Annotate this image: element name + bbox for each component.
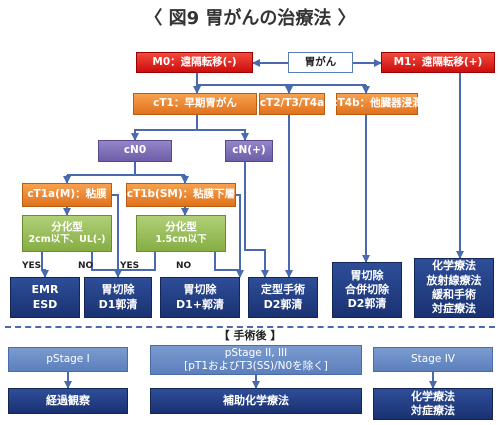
edge-cnplus-teikei — [244, 162, 269, 278]
node-cnplus: cN(+) — [225, 140, 273, 162]
label-yes-1: YES — [22, 261, 42, 271]
d1-line2: D1郭清 — [98, 297, 138, 311]
edge-bunka1-yes — [41, 252, 49, 278]
teikei-line2: D2郭清 — [263, 297, 303, 311]
label-yes-2: YES — [120, 261, 140, 271]
label-no-2: NO — [176, 261, 192, 271]
edge-m0-bus — [196, 72, 366, 86]
label-no-1: NO — [78, 261, 94, 271]
emr-line1: EMR — [31, 283, 59, 297]
node-ct4b: cT4b：他臓器浸潤 — [331, 93, 423, 115]
node-ct1a: cT1a(M)：粘膜 — [22, 183, 112, 207]
teikei-line1: 定型手術 — [261, 283, 305, 297]
edge-ct1-cnplus — [197, 129, 249, 141]
node-ct1: cT1：早期胃がん — [133, 93, 257, 115]
node-chemo: 化学療法 放射線療法 緩和手術 対症療法 — [414, 258, 494, 318]
node-adjuvant: 補助化学療法 — [150, 388, 362, 414]
node-chemo4: 化学療法 対症療法 — [373, 388, 493, 420]
node-d1: 胃切除 D1郭清 — [84, 277, 152, 318]
node-emr-esd: EMR ESD — [10, 277, 80, 318]
gassei-line2: 合併切除 — [345, 282, 389, 296]
bunka1-line2: 2cm以下、UL(-) — [28, 234, 106, 246]
gassei-line1: 胃切除 — [350, 268, 384, 282]
node-pstage23: pStage II, III [pT1およびT3(SS)/N0を除く] — [150, 345, 362, 375]
node-bunka2: 分化型 1.5cm以下 — [136, 215, 226, 252]
edge-bunka2-yes — [118, 252, 156, 271]
edge-ct1a-no — [112, 194, 122, 278]
node-gassei: 胃切除 合併切除 D2郭清 — [332, 262, 402, 318]
node-cn0: cN0 — [98, 140, 172, 162]
node-m1: M1：遠隔転移(+) — [381, 52, 495, 73]
postop-label: 【 手術後 】 — [218, 329, 282, 342]
pstage23-line1: pStage II, III — [224, 346, 288, 359]
chemo-line3: 緩和手術 — [432, 288, 476, 301]
edge-cn0-bus — [67, 162, 185, 176]
d1plus-line1: 胃切除 — [183, 283, 217, 297]
node-bunka1: 分化型 2cm以下、UL(-) — [22, 215, 112, 252]
emr-line2: ESD — [32, 297, 58, 311]
gassei-line3: D2郭清 — [347, 297, 387, 311]
node-igan: 胃がん — [288, 52, 353, 73]
chemo-line2: 放射線療法 — [426, 273, 482, 287]
pstage23-line2: [pT1およびT3(SS)/N0を除く] — [184, 360, 328, 372]
node-m0: M0：遠隔転移(-) — [136, 52, 253, 73]
node-teikei: 定型手術 D2郭清 — [248, 277, 318, 318]
page-title: 〈 図9 胃がんの治療法 〉 — [144, 8, 356, 29]
bunka2-line2: 1.5cm以下 — [155, 234, 207, 246]
node-ct1b: cT1b(SM)：粘膜下層 — [126, 183, 236, 207]
edge-bunka1-no — [91, 252, 118, 271]
node-ct2: cT2/T3/T4a — [259, 93, 325, 115]
chemo-line1: 化学療法 — [432, 259, 476, 273]
edge-ct1-cn0 — [131, 115, 198, 141]
bunka2-line1: 分化型 — [165, 221, 197, 233]
chemo4-line2: 対症療法 — [411, 404, 455, 417]
d1plus-line2: D1+郭清 — [175, 297, 224, 311]
bunka1-line1: 分化型 — [51, 221, 83, 233]
edge-bunka2-no — [214, 252, 240, 271]
node-pstage1: pStage I — [8, 347, 128, 372]
node-d1plus: 胃切除 D1+郭清 — [160, 277, 240, 318]
postop-divider — [5, 326, 495, 328]
chemo-line4: 対症療法 — [432, 302, 476, 316]
edge-ct1b-no — [236, 194, 244, 278]
d1-line1: 胃切除 — [101, 283, 135, 297]
node-stage4: Stage IV — [373, 347, 493, 372]
node-obs: 経過観察 — [8, 388, 128, 414]
chemo4-line1: 化学療法 — [411, 389, 455, 403]
